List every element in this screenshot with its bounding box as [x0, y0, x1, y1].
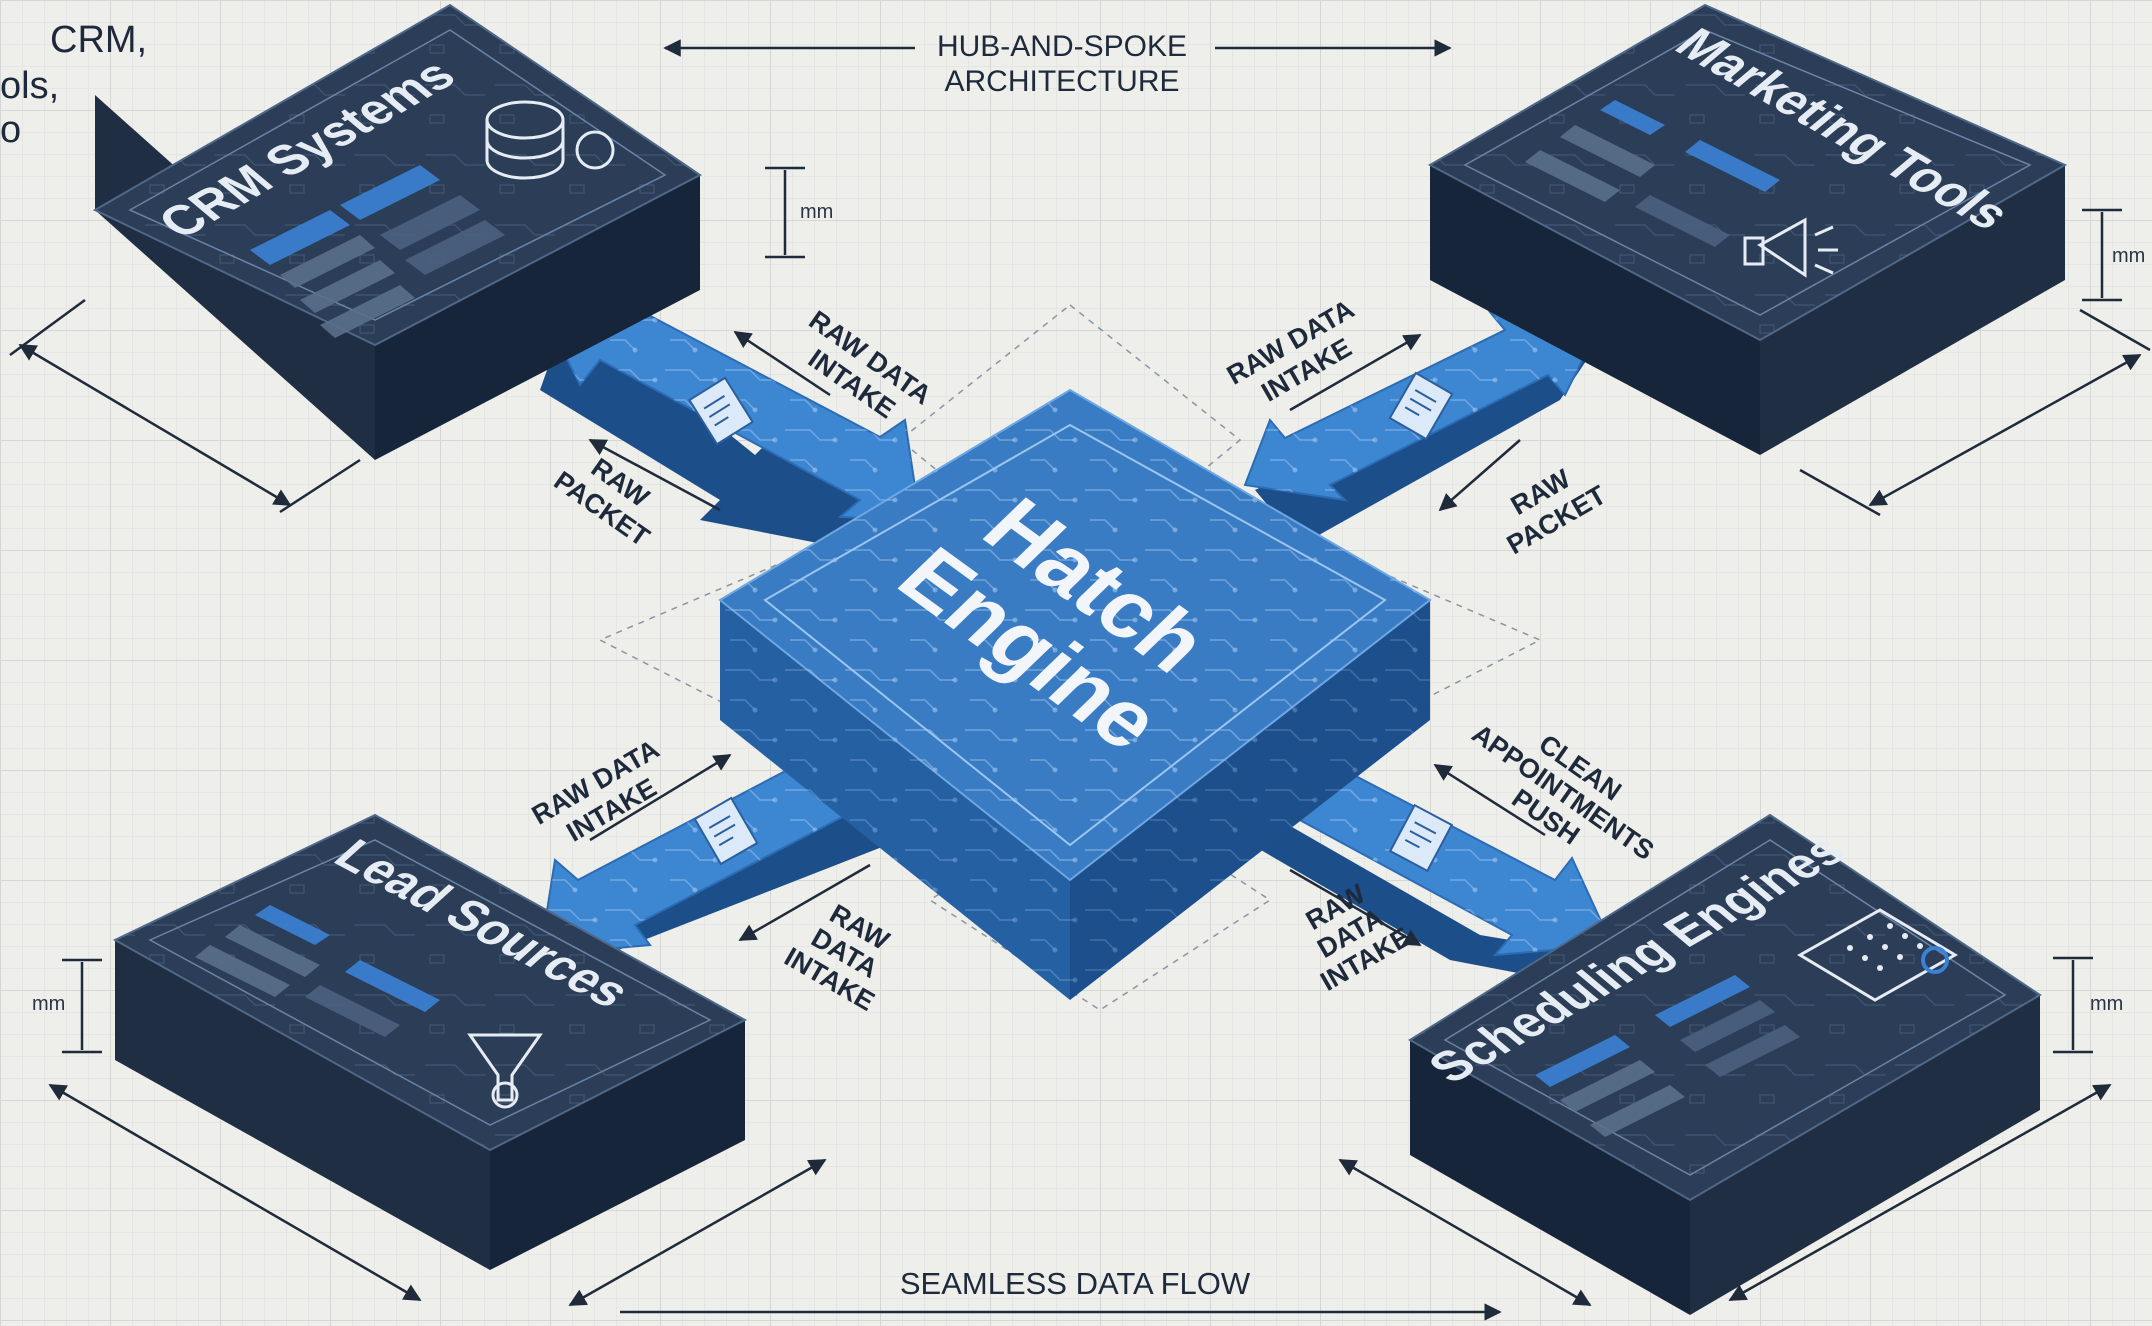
header-title-line-2: ARCHITECTURE — [944, 65, 1179, 98]
corner-snippet-line-3: o — [0, 109, 21, 151]
corner-snippet-line-1: CRM, — [50, 19, 147, 61]
header-title-line-1: HUB-AND-SPOKE — [937, 30, 1187, 63]
flow-arrow-crm — [538, 280, 922, 560]
node-crm-systems: CRM Systems — [92, 3, 702, 460]
funnel-icon — [467, 1033, 543, 1109]
document-icon — [1388, 371, 1454, 441]
database-icon — [485, 100, 615, 180]
dimension-lines: mm mm mm mm — [9, 166, 2151, 1307]
document-icon — [688, 376, 754, 446]
diagram-footer: SEAMLESS DATA FLOW — [620, 1266, 1502, 1321]
document-icon — [1388, 803, 1454, 873]
hub-engine: Hatch Engine — [718, 388, 1432, 1000]
diagram-header: HUB-AND-SPOKE ARCHITECTURE — [663, 30, 1452, 98]
dim-unit-crm: mm — [800, 201, 833, 223]
footer-caption: SEAMLESS DATA FLOW — [900, 1266, 1251, 1301]
corner-snippet-line-2: ols, — [0, 65, 59, 107]
dim-unit-scheduling: mm — [2090, 993, 2123, 1015]
megaphone-icon — [1743, 217, 1838, 278]
dim-unit-marketing: mm — [2112, 245, 2145, 267]
flow-arrow-marketing — [1243, 298, 1614, 540]
corner-snippet: CRM, ols, o — [0, 19, 147, 151]
document-icon — [693, 796, 759, 866]
calendar-icon — [1797, 908, 1958, 1002]
dim-unit-lead: mm — [32, 993, 65, 1015]
